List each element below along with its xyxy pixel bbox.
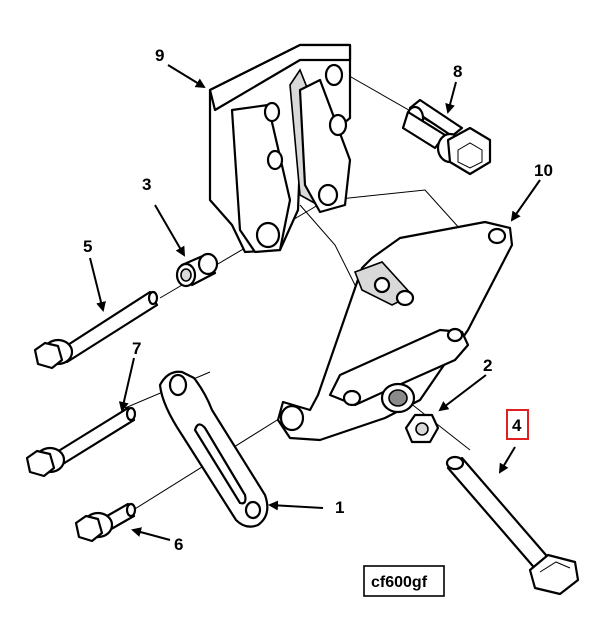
- bolt-part-5: [33, 290, 159, 370]
- callout-8: 8: [453, 62, 462, 81]
- callout-9: 9: [155, 46, 164, 65]
- callout-10: 10: [534, 161, 553, 180]
- callout-3: 3: [142, 175, 151, 194]
- drawing-code-label: cf600gf: [371, 574, 428, 591]
- callout-7: 7: [132, 339, 141, 358]
- bushing-part-3: [175, 252, 219, 288]
- callout-4: 4: [512, 416, 522, 435]
- callout-6: 6: [174, 535, 183, 554]
- bracket-part-10: [276, 220, 514, 442]
- bracket-part-9: [208, 43, 352, 254]
- callout-arrows: [89, 64, 541, 541]
- bolt-part-8: [401, 98, 492, 176]
- link-part-1: [158, 370, 269, 528]
- nut-part-2: [404, 413, 440, 444]
- callout-2: 2: [483, 356, 492, 375]
- bolt-part-6: [74, 502, 137, 543]
- bolt-part-4: [445, 455, 580, 596]
- callout-1: 1: [335, 498, 344, 517]
- callout-4-highlight-box: [506, 409, 529, 440]
- drawing-code-box: [363, 565, 445, 597]
- bolt-part-7: [25, 406, 137, 478]
- callout-5: 5: [83, 237, 92, 256]
